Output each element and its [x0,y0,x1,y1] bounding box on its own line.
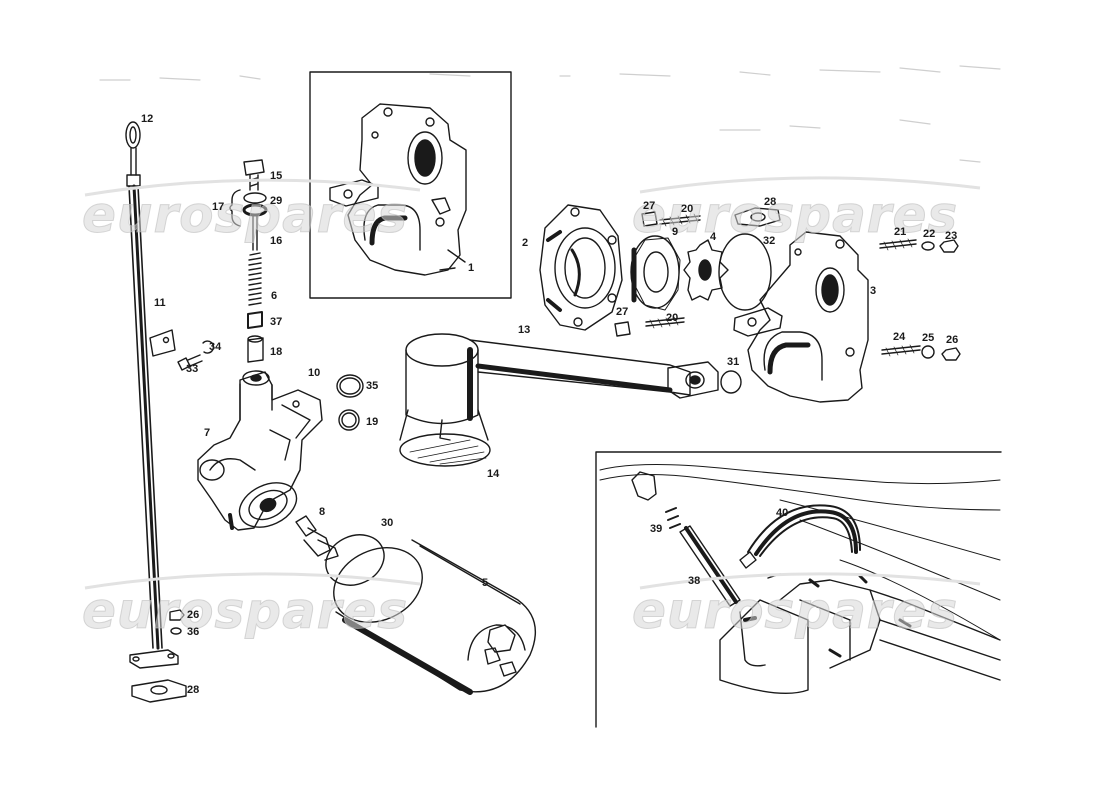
callout-28: 28 [187,684,200,696]
union-fitting [295,515,339,561]
callout-40: 40 [776,507,789,519]
engine-breather-inset [599,463,1001,694]
callout-31: 31 [727,356,740,368]
callout-14: 14 [487,468,500,480]
callout-39: 39 [650,523,663,535]
callout-27: 27 [616,306,629,318]
filter-canister [333,539,537,695]
callout-29: 29 [270,195,283,207]
callout-21: 21 [894,226,907,238]
callout-34: 34 [209,341,222,353]
callout-7: 7 [204,427,211,439]
callout-30: 30 [381,517,394,529]
callout-4: 4 [710,231,717,243]
callout-33: 33 [186,363,199,375]
callout-9: 9 [672,226,679,238]
seal-31 [720,370,742,394]
callout-16: 16 [270,235,283,247]
callout-24: 24 [893,331,906,343]
callout-26: 26 [187,609,200,621]
relief-valve-stack [229,159,268,363]
callout-37: 37 [270,316,283,328]
inset-frame-top [309,71,512,299]
callout-13: 13 [518,324,531,336]
callout-8: 8 [319,506,326,518]
callout-26: 26 [946,334,959,346]
screw-washer [177,340,215,371]
callout-3: 3 [870,285,877,297]
callout-10: 10 [308,367,321,379]
callout-20: 20 [681,203,694,215]
pump-gears [630,235,729,311]
callout-6: 6 [271,290,278,302]
callout-2: 2 [522,237,529,249]
callout-27: 27 [643,200,656,212]
callout-1: 1 [468,262,475,274]
filter-head [197,370,323,531]
studs-and-nuts [614,207,961,361]
callout-32: 32 [763,235,776,247]
inset-frame-bottom [595,451,1002,728]
callout-18: 18 [270,346,283,358]
o-rings [336,374,364,431]
callout-20: 20 [666,312,679,324]
callout-36: 36 [187,626,200,638]
pickup-pipe-strainer [399,333,719,467]
header-scribbles [99,65,1001,163]
callout-35: 35 [366,380,379,392]
dipstick [125,121,187,703]
callout-19: 19 [366,416,379,428]
callout-28: 28 [764,196,777,208]
callout-38: 38 [688,575,701,587]
callout-11: 11 [154,297,166,309]
pump-body-inset [329,103,467,276]
pump-body [733,231,869,403]
callout-17: 17 [212,201,225,213]
callout-25: 25 [922,332,935,344]
gasket-30 [325,534,385,586]
callout-12: 12 [141,113,154,125]
callout-5: 5 [482,577,489,589]
pump-cover [539,204,623,331]
gasket-32 [718,233,772,311]
callout-23: 23 [945,230,958,242]
callout-15: 15 [270,170,283,182]
callout-22: 22 [923,228,936,240]
